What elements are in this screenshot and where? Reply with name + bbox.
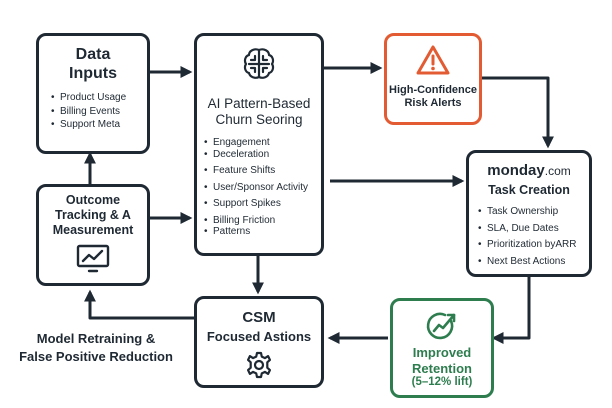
risk-alerts-title: High-Confidence Risk Alerts xyxy=(387,84,479,110)
retraining-label: Model Retraining & False Positive Reduct… xyxy=(4,330,188,365)
retraining-label-line: Model Retraining & xyxy=(36,331,156,346)
data-inputs-box: Data Inputs Product Usage Billing Events… xyxy=(36,33,150,154)
monitor-chart-icon xyxy=(76,244,110,273)
gear-icon xyxy=(247,351,271,378)
list-item: SLA, Due Dates xyxy=(478,221,589,238)
list-item: Support Spikes xyxy=(204,197,321,211)
list-item: Product Usage xyxy=(51,91,147,105)
monday-logo-main: monday xyxy=(487,162,545,179)
risk-alerts-title-line: Risk Alerts xyxy=(404,97,462,110)
monday-logo-suffix: .com xyxy=(544,164,571,178)
ai-scoring-box: AI Pattern-Based Churn Seoring Engagemen… xyxy=(194,33,324,256)
list-item: Task Ownership xyxy=(478,204,589,221)
ai-scoring-title: AI Pattern-Based Churn Seoring xyxy=(197,96,321,128)
retention-title: Improved Retention (5–12% lift) xyxy=(393,345,491,390)
list-item: Support Meta xyxy=(51,118,147,132)
warning-icon xyxy=(416,45,450,75)
list-item: Billing Friction xyxy=(204,214,321,228)
risk-alerts-title-line: High-Confidence xyxy=(389,84,477,96)
retention-title-line: (5–12% lift) xyxy=(411,376,473,389)
retention-box: Improved Retention (5–12% lift) xyxy=(390,298,494,398)
list-item: Deceleration xyxy=(204,148,321,162)
task-creation-title: Task Creation xyxy=(488,183,570,197)
list-item: Engagement xyxy=(204,136,321,150)
risk-alerts-box: High-Confidence Risk Alerts xyxy=(384,33,482,125)
outcome-tracking-title: Outcome Tracking & A Measurement xyxy=(39,193,147,238)
retraining-label-line: False Positive Reduction xyxy=(19,348,173,364)
outcome-tracking-title-line: Outcome xyxy=(65,193,121,207)
outcome-tracking-title-line: Tracking & A xyxy=(55,208,131,222)
list-item: Next Best Actions xyxy=(478,254,589,271)
list-item: Feature Shifts xyxy=(204,164,321,178)
arrow-alerts-to-tasks xyxy=(482,76,554,149)
brain-icon xyxy=(243,48,275,79)
ai-scoring-title-line: Churn Seoring xyxy=(215,112,303,128)
growth-arrow-icon xyxy=(426,312,456,340)
ai-scoring-list: Engagement Deceleration Feature Shifts U… xyxy=(204,136,321,239)
data-inputs-list: Product Usage Billing Events Support Met… xyxy=(51,91,147,132)
list-item: Prioritization byARR xyxy=(478,237,589,254)
csm-actions-title-line: Focused Astions xyxy=(206,329,312,344)
data-inputs-title-line: Inputs xyxy=(69,65,117,83)
outcome-tracking-title-line: Measurement xyxy=(52,223,134,237)
csm-actions-box: CSM Focused Astions xyxy=(194,296,324,388)
data-inputs-title: Data Inputs xyxy=(39,45,147,83)
retention-title-line: Improved xyxy=(412,345,472,360)
outcome-tracking-box: Outcome Tracking & A Measurement xyxy=(36,184,150,286)
list-item: Patterns xyxy=(204,225,321,239)
arrow-csm-to-outcome xyxy=(84,289,194,320)
data-inputs-title-line: Data xyxy=(75,46,111,63)
task-creation-list: Task Ownership SLA, Due Dates Prioritiza… xyxy=(478,204,589,270)
list-item: Billing Events xyxy=(51,105,147,119)
task-creation-box: monday.com Task Creation Task Ownership … xyxy=(466,150,592,277)
monday-logo: monday.com xyxy=(469,162,589,180)
arrow-tasks-to-retention xyxy=(491,277,531,344)
csm-actions-title: CSM Focused Astions xyxy=(197,309,321,345)
csm-actions-title-line: CSM xyxy=(242,309,276,326)
list-item: User/Sponsor Activity xyxy=(204,181,321,195)
ai-scoring-title-line: AI Pattern-Based xyxy=(207,96,311,111)
retention-title-line: Retention xyxy=(412,360,472,376)
